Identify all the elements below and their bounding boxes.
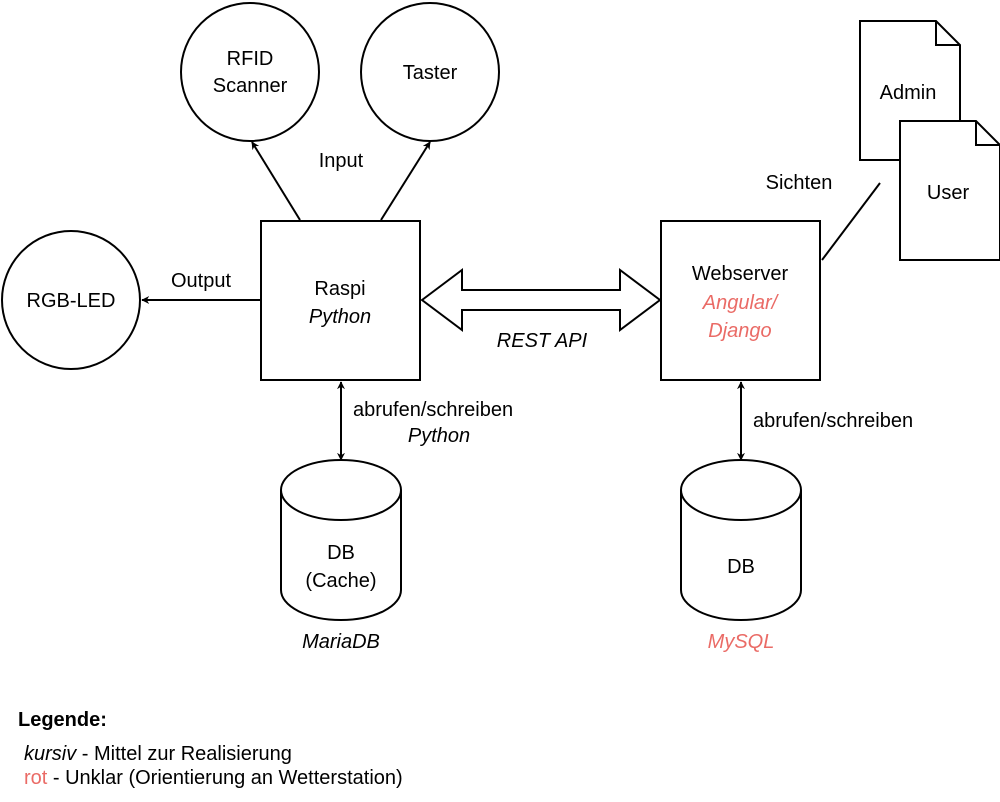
db-cache-label-line1: DB: [327, 542, 355, 564]
output-label: Output: [171, 270, 231, 292]
legend-red-desc: - Unklar (Orientierung an Wetterstation): [47, 767, 403, 789]
raspi-tech: Python: [309, 306, 371, 328]
admin-label: Admin: [880, 82, 937, 104]
legend-red-row: rot - Unklar (Orientierung an Wetterstat…: [18, 766, 403, 790]
legend-title: Legende:: [18, 709, 107, 731]
legend-italic-row: kursiv - Mittel zur Realisierung: [18, 742, 403, 766]
web-db-action: abrufen/schreiben: [753, 410, 913, 432]
rgb-led-node: RGB-LED: [1, 230, 141, 370]
db-main-node: DB: [680, 459, 802, 621]
db-cache-label-line2: (Cache): [305, 570, 376, 592]
legend-italic-key: kursiv: [24, 743, 77, 765]
rest-api-label: REST API: [497, 330, 588, 352]
raspi-node: Raspi Python: [260, 220, 421, 381]
taster-label: Taster: [403, 62, 458, 84]
raspi-title: Raspi: [314, 278, 365, 300]
rfid-scanner-node: RFID Scanner: [180, 2, 320, 142]
legend-red-key: rot: [24, 767, 48, 789]
rfid-label-line2: Scanner: [213, 75, 288, 97]
input-label: Input: [319, 150, 364, 172]
user-label: User: [927, 182, 970, 204]
rfid-label-line1: RFID: [227, 48, 274, 70]
legend: Legende: kursiv - Mittel zur Realisierun…: [18, 708, 403, 790]
webserver-tech-line1: Angular/: [702, 292, 780, 314]
db-main-label: DB: [727, 556, 755, 578]
webserver-tech-line2: Django: [708, 320, 771, 342]
legend-italic-desc: - Mittel zur Realisierung: [76, 743, 292, 765]
sichten-label: Sichten: [766, 172, 833, 194]
raspi-db-tech: Python: [408, 425, 470, 447]
input-arrow-taster: [380, 141, 431, 221]
webserver-title: Webserver: [692, 263, 789, 285]
raspi-db-action: abrufen/schreiben: [353, 399, 513, 421]
taster-node: Taster: [360, 2, 500, 142]
db-cache-tech: MariaDB: [302, 631, 380, 653]
user-document: User: [899, 120, 1000, 261]
rgb-led-label: RGB-LED: [27, 290, 116, 312]
sichten-line: [821, 182, 881, 261]
input-arrow-rfid: [251, 141, 301, 221]
db-cache-node: DB (Cache): [280, 459, 402, 621]
webserver-node: Webserver Angular/ Django: [660, 220, 821, 381]
db-main-tech: MySQL: [708, 631, 775, 653]
rest-api-arrow: [420, 268, 662, 332]
